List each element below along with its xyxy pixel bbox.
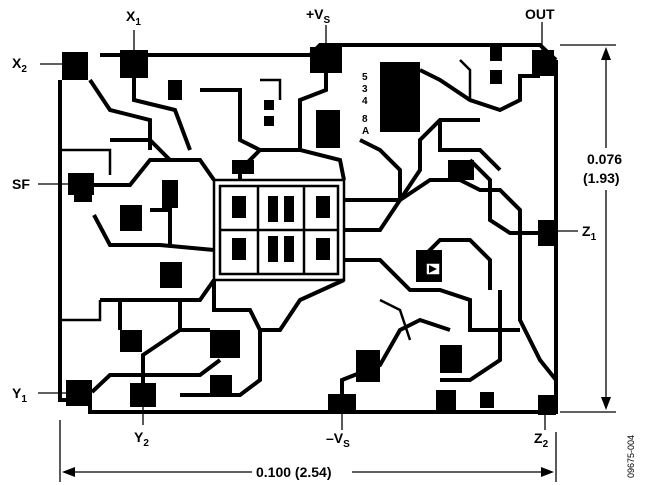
pin-labels: X1 X2 +VS OUT SF Z1 Y1 Y2 –VS Z2 xyxy=(12,6,597,450)
die-marking-0: 5 xyxy=(362,72,368,83)
label-z2: Z2 xyxy=(534,430,549,450)
label-x2: X2 xyxy=(12,55,27,75)
die-marking: 5 3 4 8 A xyxy=(362,72,369,137)
label-vs-pos: +VS xyxy=(306,6,331,26)
label-vs-neg: –VS xyxy=(326,430,350,450)
height-mm: (1.93) xyxy=(583,170,620,186)
pad-x1 xyxy=(120,50,148,78)
height-dimension: 0.076 (1.93) xyxy=(560,44,622,413)
routing-traces xyxy=(60,59,558,397)
pad-sf xyxy=(68,173,94,195)
metal-blocks xyxy=(74,45,502,410)
pad-y2 xyxy=(130,383,156,407)
width-label: 0.100 (2.54) xyxy=(256,464,332,480)
pad-vs-pos xyxy=(310,47,342,73)
pad-z2 xyxy=(538,395,556,415)
pad-z1 xyxy=(538,220,556,246)
die-marking-4: A xyxy=(362,126,369,137)
bond-pads xyxy=(62,47,556,415)
label-y2: Y2 xyxy=(134,429,149,449)
pin-leaders xyxy=(38,22,578,430)
width-dimension: 0.100 (2.54) xyxy=(59,420,557,482)
pad-x2 xyxy=(62,52,88,80)
label-sf: SF xyxy=(12,176,30,192)
core-array xyxy=(212,178,346,282)
label-z1: Z1 xyxy=(582,223,597,243)
height-inches: 0.076 xyxy=(587,151,622,167)
label-y1: Y1 xyxy=(12,385,27,405)
die-symbol xyxy=(425,262,441,276)
label-x1: X1 xyxy=(126,8,141,28)
pad-vs-neg xyxy=(328,394,356,412)
die-marking-2: 4 xyxy=(362,96,368,107)
die-marking-1: 3 xyxy=(362,84,368,95)
die-marking-3: 8 xyxy=(362,114,368,125)
label-out: OUT xyxy=(525,6,555,22)
pad-y1 xyxy=(66,380,92,406)
pad-out xyxy=(532,50,554,76)
figure-id: 09675-004 xyxy=(626,435,636,478)
